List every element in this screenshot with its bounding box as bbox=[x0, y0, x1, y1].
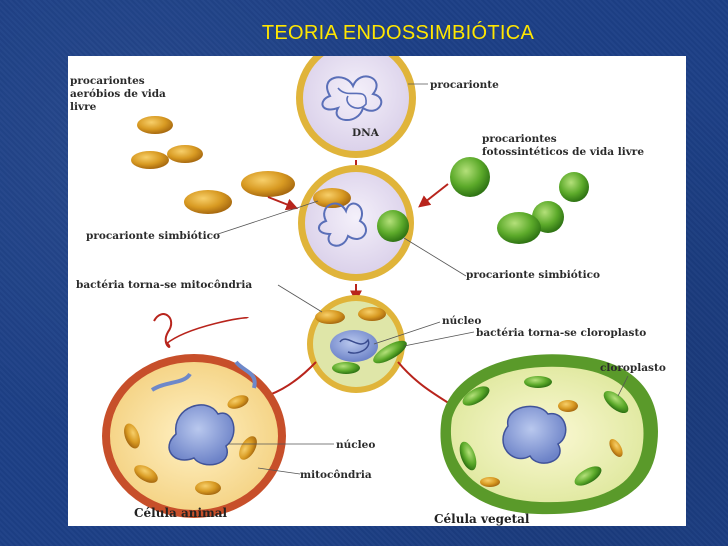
arrow-photosynthetic-in bbox=[418, 183, 449, 208]
dna-label: DNA bbox=[352, 127, 380, 139]
plant-cell bbox=[440, 354, 658, 515]
aerobic-label-2: aeróbios de vida bbox=[70, 88, 166, 100]
photosynthetic-label-1: procariontes bbox=[482, 133, 557, 145]
early-eukaryote-cell bbox=[307, 295, 407, 393]
leader-line bbox=[373, 321, 441, 345]
slide-title: TEORIA ENDOSSIMBIÓTICA bbox=[261, 22, 535, 44]
animal-cell bbox=[102, 313, 286, 518]
leader-line bbox=[217, 200, 319, 235]
flagellum bbox=[153, 313, 173, 348]
host-cell-with-symbionts bbox=[298, 165, 414, 281]
to-chloroplast-label: bactéria torna-se cloroplasto bbox=[476, 327, 646, 339]
leader-line bbox=[403, 237, 467, 277]
aerobic-label-3: livre bbox=[70, 101, 97, 113]
leader-line bbox=[257, 467, 301, 475]
photosynthetic-prokaryotes bbox=[450, 157, 589, 244]
leader-line bbox=[277, 284, 323, 313]
endosymbiosis-figure: DNA procarionte procariontes aeróbios de… bbox=[68, 56, 686, 526]
symbiotic-right-label: procarionte simbiótico bbox=[466, 269, 600, 281]
arrow-aerobic-in bbox=[267, 196, 299, 211]
animal-cell-caption: Célula animal bbox=[134, 506, 228, 520]
endosymbiosis-diagram: DNA procarionte procariontes aeróbios de… bbox=[70, 56, 666, 526]
symbiotic-left-label: procarionte simbiótico bbox=[86, 230, 220, 242]
nucleus-bottom-label: núcleo bbox=[336, 439, 375, 451]
aerobic-label-1: procariontes bbox=[70, 75, 145, 87]
leader-line bbox=[403, 331, 475, 347]
prokaryote-label: procarionte bbox=[430, 79, 499, 91]
chloroplast-label: cloroplasto bbox=[600, 362, 666, 374]
leader-line bbox=[617, 375, 629, 397]
mitochondria-label: mitocôndria bbox=[300, 469, 372, 481]
aerobic-prokaryotes bbox=[131, 116, 295, 214]
plant-cell-caption: Célula vegetal bbox=[434, 512, 530, 526]
prokaryote-cell: DNA bbox=[296, 56, 416, 158]
nucleus-top-label: núcleo bbox=[442, 315, 481, 327]
to-mitochondria-label: bactéria torna-se mitocôndria bbox=[76, 279, 252, 291]
photosynthetic-label-2: fotossintéticos de vida livre bbox=[482, 146, 644, 158]
